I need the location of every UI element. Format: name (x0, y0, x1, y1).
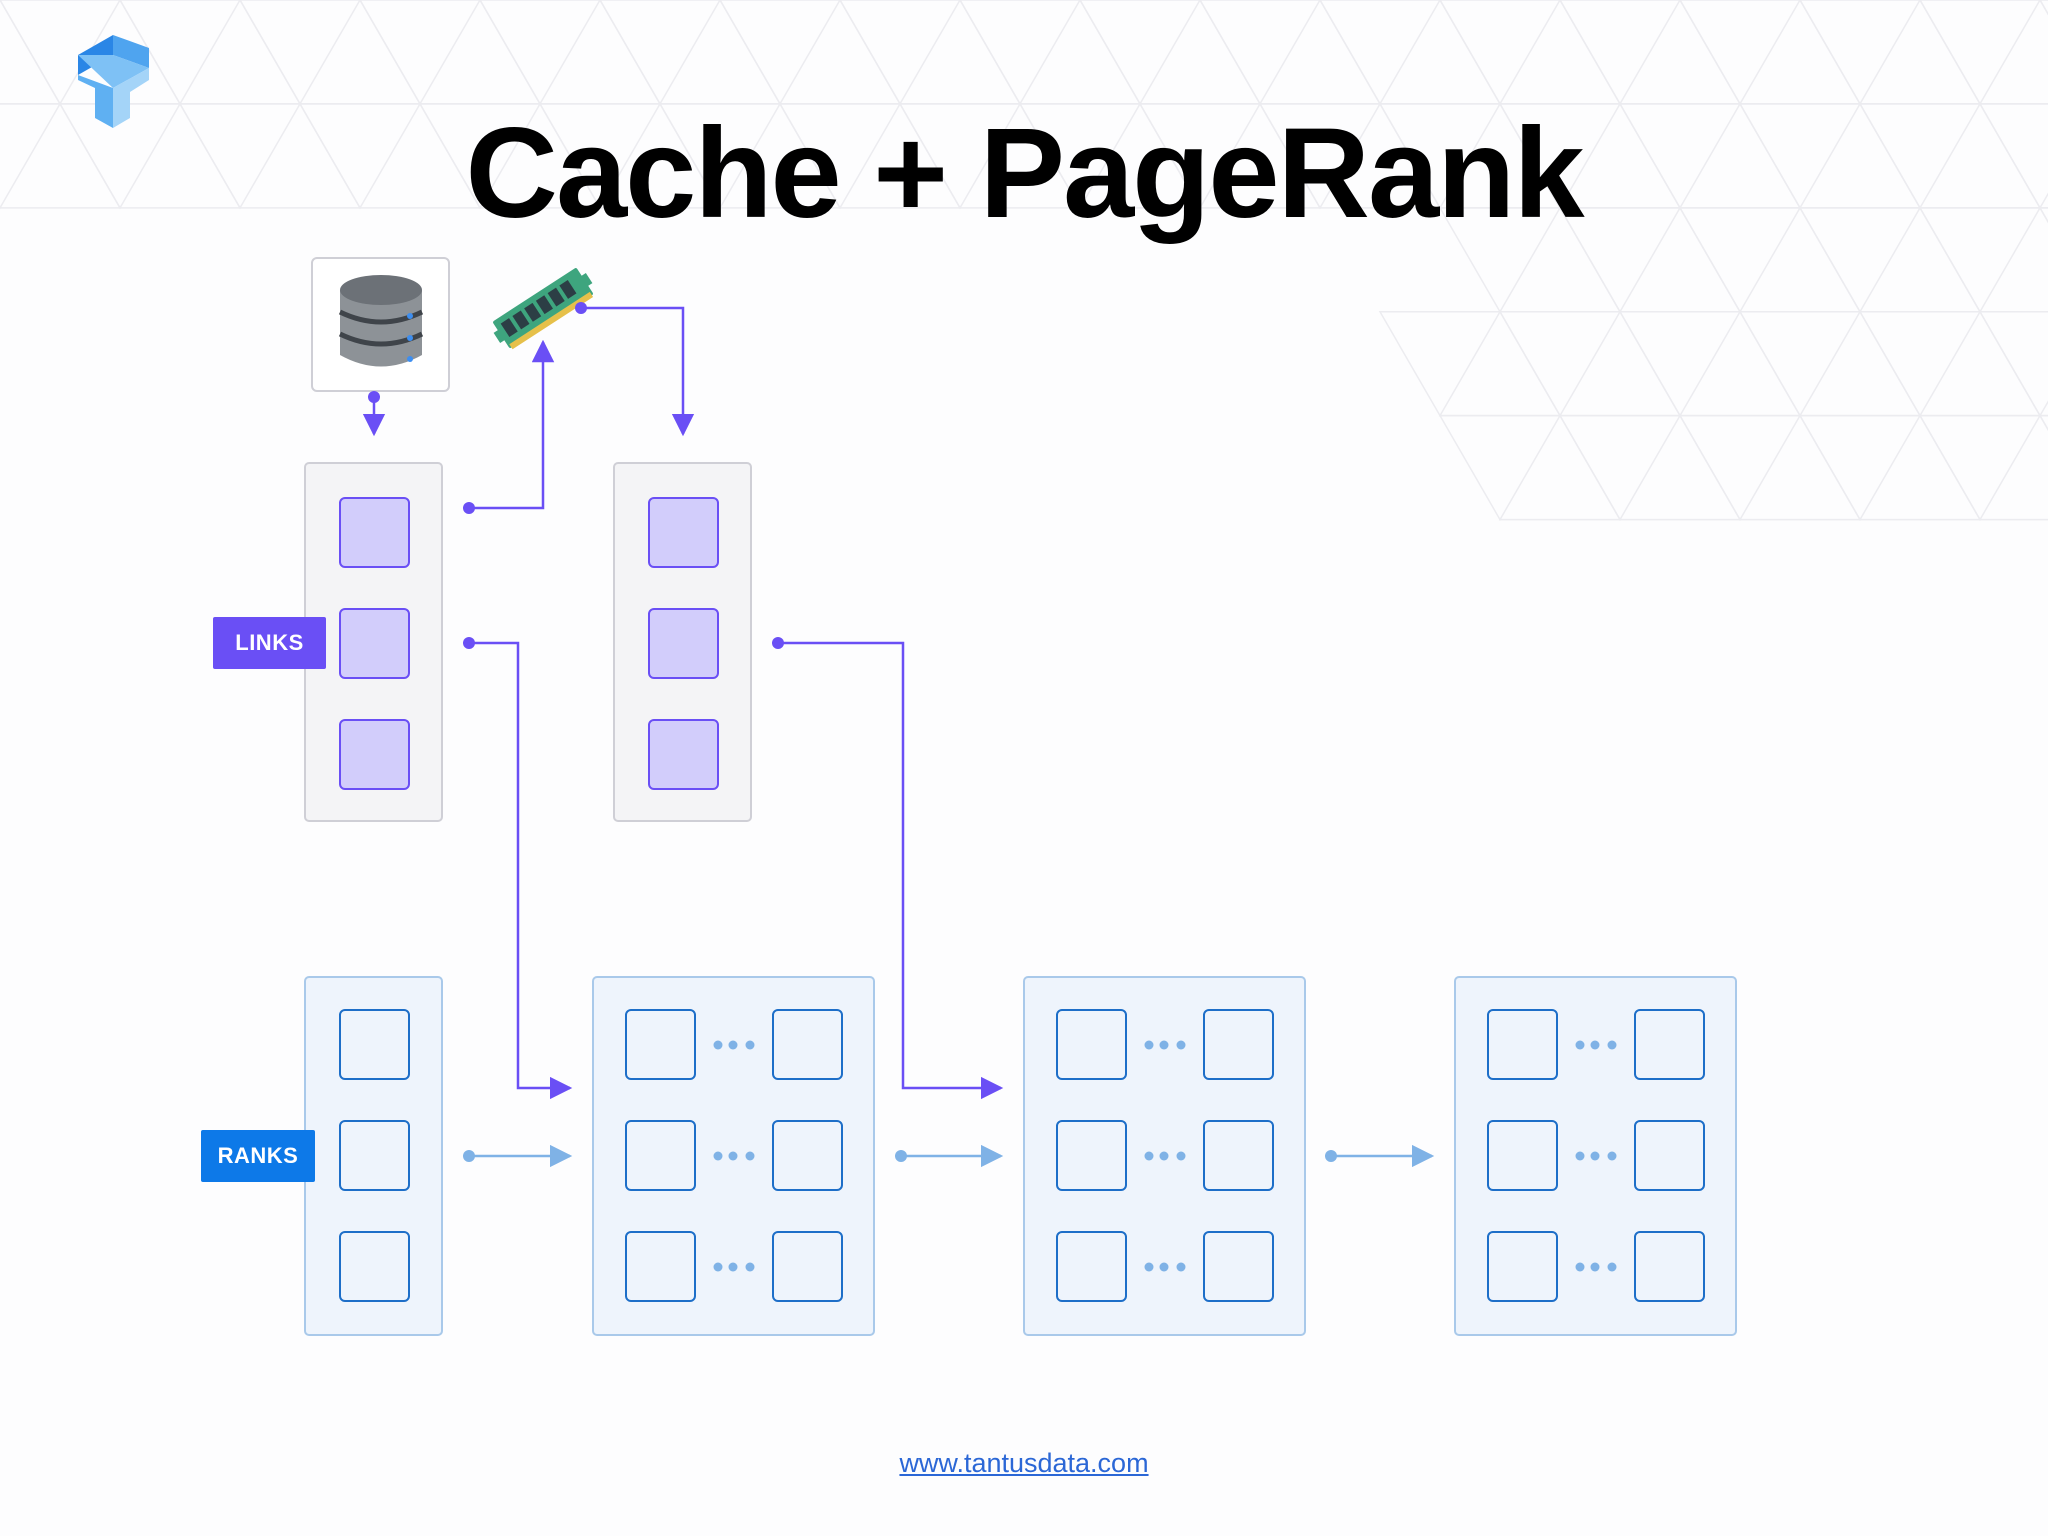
links-partition (339, 608, 410, 679)
ranks-partition (339, 1009, 410, 1080)
ranks-flow-dots (463, 1150, 1337, 1162)
tantusdata-logo-icon (78, 35, 149, 128)
database-source (311, 257, 450, 392)
ranks-iteration-3 (1454, 976, 1737, 1336)
links-partition (339, 719, 410, 790)
ranks-iteration-1 (592, 976, 875, 1336)
footer-website-link[interactable]: www.tantusdata.com (899, 1448, 1149, 1478)
database-icon (338, 275, 424, 367)
cached-links-partition (648, 497, 719, 568)
ranks-label: RANKS (201, 1130, 315, 1182)
ranks-rdd-partitions (304, 976, 443, 1336)
cached-links-rdd-partitions (613, 462, 752, 822)
ram-memory-icon (493, 268, 594, 350)
links-flow-arrows (362, 306, 1004, 1100)
ranks-partition (339, 1120, 410, 1191)
links-rdd-partitions (304, 462, 443, 822)
ranks-iteration-2 (1023, 976, 1306, 1336)
cached-links-partition (648, 719, 719, 790)
links-partition (339, 497, 410, 568)
cached-links-partition (648, 608, 719, 679)
ranks-partition (339, 1231, 410, 1302)
links-label: LINKS (213, 617, 326, 669)
links-flow-dots (368, 302, 784, 649)
page-title: Cache + PageRank (465, 102, 1585, 245)
